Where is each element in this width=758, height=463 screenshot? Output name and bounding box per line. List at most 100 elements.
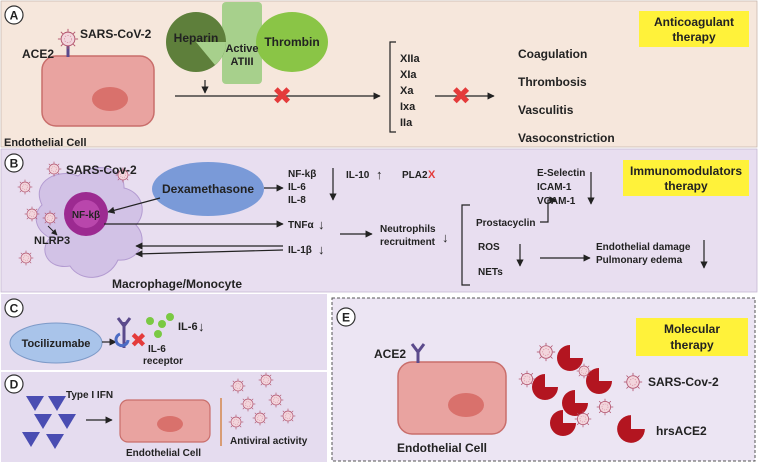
panel-c-badge-circle <box>4 298 24 318</box>
atiii-block <box>222 2 262 84</box>
il6-receptor-label-2: receptor <box>143 356 183 367</box>
virus-icon-e4 <box>596 398 614 416</box>
virus-icon-e2 <box>518 370 536 388</box>
nets-label: NETs <box>478 267 503 278</box>
virus-icon-d6 <box>252 410 268 426</box>
nlrp3-arrow <box>47 225 58 236</box>
virus-icon-e6 <box>623 372 643 392</box>
cell-nucleus-d <box>157 416 183 432</box>
il6-dot-2 <box>158 320 166 328</box>
dexamethasone-to-nfkb-arrow <box>107 197 161 214</box>
il6-label-c: IL-6 <box>178 321 198 333</box>
anticoagulant-therapy-line1: Anticoagulant <box>654 15 734 29</box>
heparin-notch <box>196 42 226 65</box>
panel-a-badge-circle <box>4 5 24 25</box>
cell-label-a: Endothelial Cell <box>4 137 87 149</box>
virus-icon-b4 <box>42 210 58 226</box>
damage-label-2: Pulmonary edema <box>596 255 683 266</box>
virus-icon-b3 <box>24 206 40 222</box>
ros-label: ROS <box>478 242 500 253</box>
virus-icon-b1 <box>46 161 62 177</box>
adhesion-e-selectin: E-Selectin <box>537 168 585 179</box>
virus-icon-d7 <box>280 408 296 424</box>
virus-icon-e1 <box>536 342 556 362</box>
anticoagulant-therapy-line2: therapy <box>672 30 716 44</box>
il6-receptor-icon <box>114 317 132 348</box>
antiviral-label: Antiviral activity <box>230 436 308 447</box>
prostacyclin-label: Prostacyclin <box>476 218 535 229</box>
nfkb-nucleus-inner <box>72 200 100 228</box>
virus-icon-b2 <box>17 179 33 195</box>
il1b-arrow-2 <box>135 249 284 258</box>
outcome-coagulation: Coagulation <box>518 47 587 61</box>
outcome-thrombosis: Thrombosis <box>518 75 587 89</box>
il6-dot-3 <box>166 313 174 321</box>
cytokine-nfkb: NF-kβ <box>288 169 316 180</box>
ace2-receptor-icon-e <box>410 343 426 363</box>
molecular-therapy-box <box>636 318 748 356</box>
virus-label-a: SARS-CoV-2 <box>80 27 152 41</box>
virus-icon-b6 <box>18 250 34 266</box>
virus-label-b: SARS-Cov-2 <box>66 163 137 177</box>
tocilizumab-shape <box>9 322 103 364</box>
dexamethasone-label: Dexamethasone <box>162 182 254 196</box>
block-x-a2: ✖ <box>451 83 471 110</box>
il1b-label: IL-1β <box>288 245 312 256</box>
immunomodulators-therapy-box <box>623 160 749 196</box>
panel-b: B NF-kβ SARS-Cov-2 NLRP3 Macrophage/Mono… <box>0 148 758 293</box>
molecular-therapy-line1: Molecular <box>664 322 720 336</box>
immunomodulators-therapy-line1: Immunomodulators <box>630 164 742 178</box>
cytokine-il8: IL-8 <box>288 195 306 206</box>
tnfa-down-arrow: ↓ <box>318 217 325 232</box>
virus-icon-e5 <box>574 410 592 428</box>
nfkb-label: NF-kβ <box>72 210 100 221</box>
molecular-therapy-line2: therapy <box>670 338 714 352</box>
il6-down-arrow: ↓ <box>198 319 205 334</box>
factor-xia: XIa <box>400 69 417 81</box>
cell-nucleus-a <box>92 87 128 111</box>
virus-icon-d2 <box>258 372 274 388</box>
thrombin-label: Thrombin <box>264 35 319 49</box>
neutrophils-label-2: recruitment <box>380 237 436 248</box>
prostacyclin-arrow <box>540 196 557 223</box>
cell-nucleus-e <box>448 393 484 417</box>
il6-receptor-label-1: IL-6 <box>148 344 166 355</box>
heparin-label: Heparin <box>174 31 219 45</box>
neutrophils-bracket <box>461 204 470 286</box>
tocilizumab-label: Tocilizumabe <box>22 338 91 350</box>
panel-e-badge-circle <box>336 307 356 327</box>
macrophage-label: Macrophage/Monocyte <box>112 277 242 291</box>
panel-d: D Type I IFN Endothelial Cell Antiviral … <box>1 372 327 462</box>
cytokine-il6: IL-6 <box>288 182 306 193</box>
virus-icon-e3 <box>576 363 592 379</box>
tnfa-label: TNFα <box>288 220 314 231</box>
panel-a-badge: A <box>10 9 19 23</box>
cell-label-e: Endothelial Cell <box>397 441 487 455</box>
panel-b-badge: B <box>10 157 19 171</box>
il6-dot-1 <box>146 317 154 325</box>
panel-e-badge: E <box>342 311 350 325</box>
factor-ixa: Ixa <box>400 101 416 113</box>
adhesion-icam1: ICAM-1 <box>537 182 572 193</box>
type-i-ifn-icon <box>22 396 76 449</box>
outcome-vasculitis: Vasculitis <box>518 103 574 117</box>
virus-icon-d3 <box>240 396 256 412</box>
panel-c: C Tocilizumabe ✖ IL-6 ↓ IL-6 receptor <box>1 294 327 370</box>
virus-icon <box>57 28 79 50</box>
il10-label: IL-10 <box>346 170 370 181</box>
block-x-a1: ✖ <box>272 83 292 110</box>
hrsace2-label: hrsACE2 <box>656 424 707 438</box>
panel-d-badge: D <box>10 378 19 392</box>
virus-icon-d4 <box>268 392 284 408</box>
thrombin-shape <box>256 12 328 72</box>
ace2-label-a: ACE2 <box>22 47 54 61</box>
atiii-label-2: ATIII <box>230 56 253 68</box>
il10-up-arrow: ↑ <box>376 167 383 182</box>
atiii-label-1: Active <box>225 43 258 55</box>
panel-c-badge: C <box>10 302 19 316</box>
factor-bracket <box>389 41 396 133</box>
il1b-down-arrow: ↓ <box>318 242 325 257</box>
il6-dot-4 <box>154 330 162 338</box>
pla2-label: PLA2 <box>402 170 428 181</box>
